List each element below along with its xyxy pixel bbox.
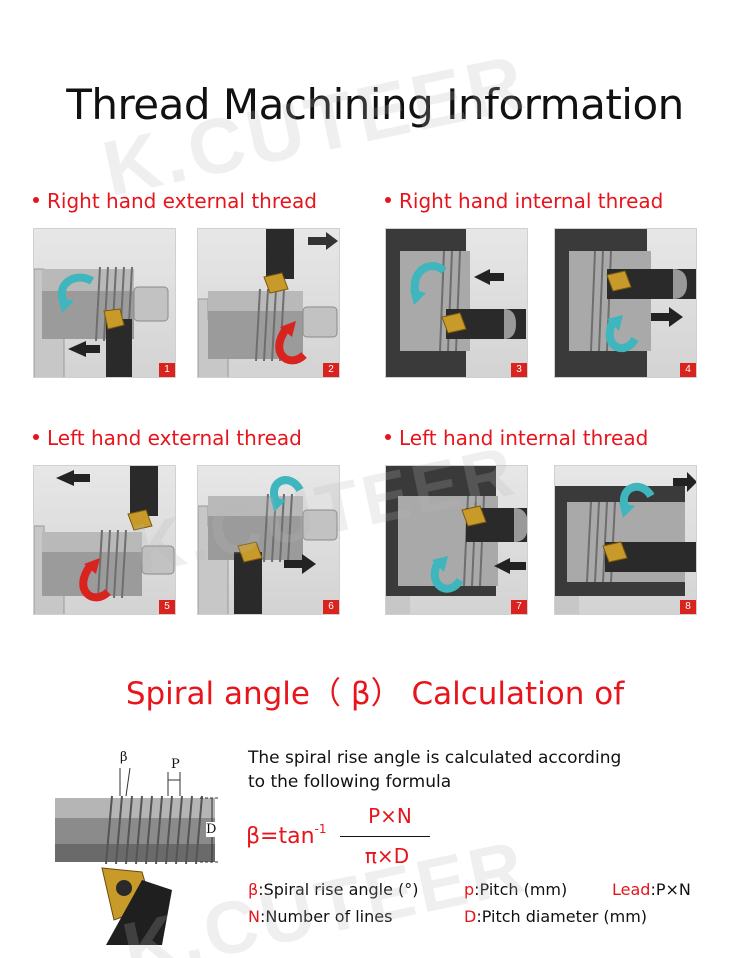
panel-number: 2 — [323, 363, 339, 377]
legend-item-lines: N:Number of lines — [248, 907, 392, 926]
section-label-left-external: Left hand external thread — [33, 426, 302, 450]
section-label-text: Right hand internal thread — [399, 189, 664, 213]
legend-key: N — [248, 907, 260, 926]
thread-illustration-3: 3 — [385, 228, 528, 378]
legend-item-lead: Lead:P×N — [612, 880, 691, 899]
legend-key: β — [248, 880, 259, 899]
page-title: Thread Machining Information — [66, 80, 684, 129]
legend-key: p — [464, 880, 475, 899]
formula-description: The spiral rise angle is calculated acco… — [248, 746, 621, 794]
thread-illustration-7: 7 — [385, 465, 528, 615]
panel-number: 4 — [680, 363, 696, 377]
thread-angle-drawing — [55, 767, 220, 945]
thread-illustration-1: 1 — [33, 228, 176, 378]
legend-item-pitch: p:Pitch (mm) — [464, 880, 567, 899]
legend-item-beta: β:Spiral rise angle (°) — [248, 880, 419, 899]
panel-number: 8 — [680, 600, 696, 614]
bullet-icon — [33, 197, 39, 203]
fraction-bar — [340, 836, 430, 837]
panel-number: 3 — [511, 363, 527, 377]
section-label-text: Left hand internal thread — [399, 426, 649, 450]
formula-exponent: -1 — [314, 822, 327, 836]
beta-label: β — [120, 750, 128, 765]
external-thread-drawing — [198, 476, 338, 614]
bullet-icon — [385, 434, 391, 440]
spiral-formula: β=tan-1 P×N π×D — [246, 804, 446, 876]
pitch-label: P — [171, 757, 180, 772]
legend-key: D — [464, 907, 477, 926]
section-label-text: Left hand external thread — [47, 426, 302, 450]
legend-text: :P×N — [650, 880, 691, 899]
internal-thread-drawing — [386, 229, 526, 377]
external-thread-drawing — [34, 266, 169, 377]
panel-number: 6 — [323, 600, 339, 614]
external-thread-drawing — [34, 466, 175, 614]
legend-text: :Pitch (mm) — [474, 880, 568, 899]
thread-angle-diagram: β P D — [40, 740, 230, 945]
bullet-icon — [33, 434, 39, 440]
legend-item-diameter: D:Pitch diameter (mm) — [464, 907, 647, 926]
formula-denominator: π×D — [364, 844, 410, 868]
formula-lhs-text: β=tan — [246, 824, 315, 849]
formula-lhs: β=tan-1 — [246, 822, 327, 849]
panel-number: 1 — [159, 363, 175, 377]
internal-thread-drawing — [555, 472, 696, 614]
section-label-right-external: Right hand external thread — [33, 189, 317, 213]
panel-number: 7 — [511, 600, 527, 614]
thread-illustration-6: 6 — [197, 465, 340, 615]
thread-illustration-4: 4 — [554, 228, 697, 378]
thread-illustration-5: 5 — [33, 465, 176, 615]
spiral-angle-title: Spiral angle（ β） Calculation of — [125, 676, 625, 712]
formula-numerator: P×N — [368, 804, 412, 828]
internal-thread-drawing — [386, 466, 527, 614]
section-label-text: Right hand external thread — [47, 189, 317, 213]
diameter-label: D — [206, 822, 217, 837]
thread-illustration-8: 8 — [554, 465, 697, 615]
bullet-icon — [385, 197, 391, 203]
panel-number: 5 — [159, 600, 175, 614]
legend-text: :Number of lines — [259, 907, 393, 926]
description-line: The spiral rise angle is calculated acco… — [248, 748, 622, 768]
legend-text: :Spiral rise angle (°) — [258, 880, 419, 899]
thread-illustration-2: 2 — [197, 228, 340, 378]
section-label-left-internal: Left hand internal thread — [385, 426, 648, 450]
legend-text: :Pitch diameter (mm) — [476, 907, 648, 926]
description-line: to the following formula — [248, 772, 452, 792]
external-thread-drawing — [198, 229, 338, 377]
section-label-right-internal: Right hand internal thread — [385, 189, 663, 213]
internal-thread-drawing — [555, 229, 696, 377]
legend-key: Lead — [612, 880, 651, 899]
